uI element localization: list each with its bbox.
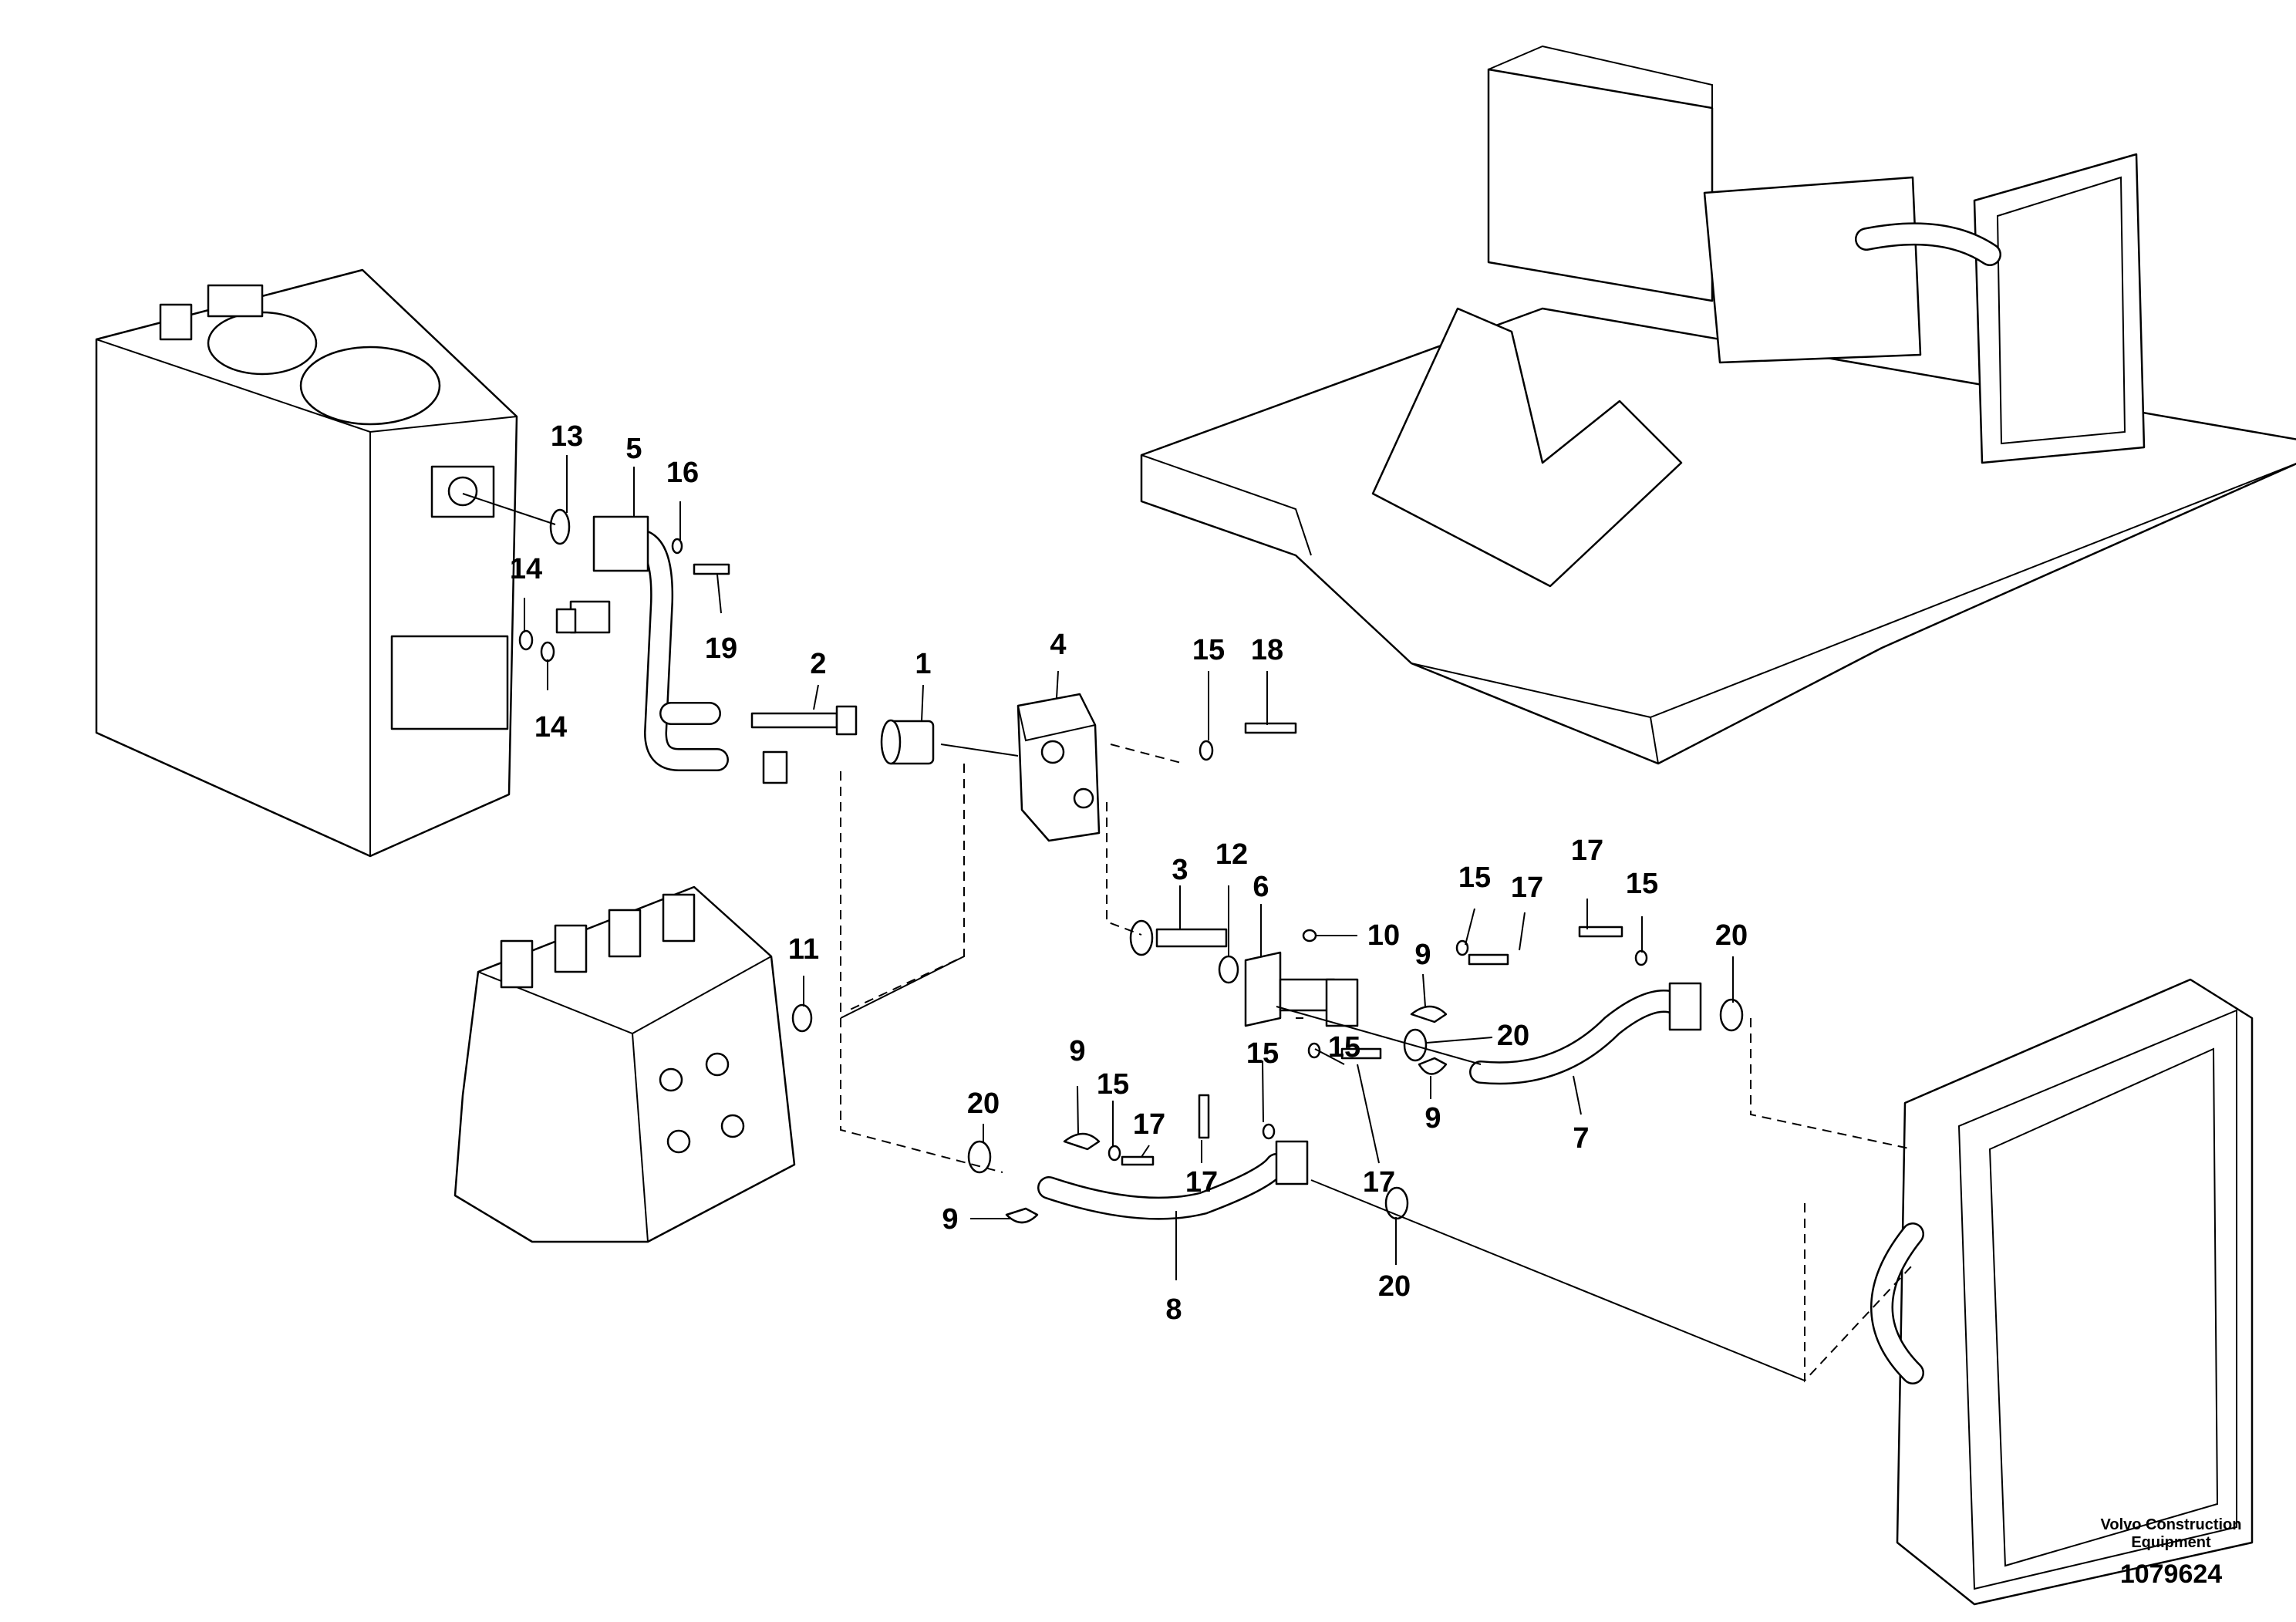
callout-10: 10 xyxy=(1367,919,1400,952)
callout-6: 6 xyxy=(1253,871,1269,903)
clamp-halves-part-9 xyxy=(1005,1005,1448,1224)
callout-9-mid: 9 xyxy=(1424,1102,1441,1135)
callout-5: 5 xyxy=(625,433,642,465)
footer: Volvo Construction Equipment 1079624 xyxy=(2101,1516,2242,1589)
fitting-part-3 xyxy=(1129,919,1228,956)
callout-9-left: 9 xyxy=(1069,1035,1085,1067)
callout-15-left: 15 xyxy=(1097,1068,1129,1101)
callout-9-bottom: 9 xyxy=(942,1203,958,1236)
pipe-part-2 xyxy=(750,705,858,736)
callout-18: 18 xyxy=(1251,634,1283,666)
callout-14-upper: 14 xyxy=(510,553,542,585)
callout-14-lower: 14 xyxy=(534,711,567,744)
callout-1: 1 xyxy=(915,648,931,680)
callout-4: 4 xyxy=(1050,629,1066,661)
machine-frame xyxy=(1140,45,2296,765)
callout-17-center: 17 xyxy=(1185,1166,1218,1199)
callout-labels: 13 5 16 14 19 14 2 1 4 15 18 3 12 6 10 1… xyxy=(510,420,1748,1326)
drawing-number: 1079624 xyxy=(2120,1560,2222,1589)
callout-17-center-right: 17 xyxy=(1363,1166,1395,1199)
callout-20-mid: 20 xyxy=(1497,1020,1529,1052)
callout-15-center-right: 15 xyxy=(1328,1031,1360,1064)
callout-11: 11 xyxy=(788,933,819,966)
callout-17-left: 17 xyxy=(1133,1108,1165,1141)
callout-20-left: 20 xyxy=(967,1088,1000,1120)
control-valve xyxy=(453,885,796,1243)
company-name-line2: Equipment xyxy=(2131,1534,2211,1551)
washers-and-o-rings xyxy=(518,508,1744,1220)
callout-9-upper: 9 xyxy=(1414,939,1431,971)
coupling-part-1 xyxy=(880,719,935,765)
callout-12: 12 xyxy=(1215,838,1248,871)
oil-cooler xyxy=(1870,978,2254,1606)
bolts xyxy=(693,563,1623,1166)
company-name-line1: Volvo Construction xyxy=(2101,1516,2242,1533)
hydraulic-tank xyxy=(95,268,518,858)
callout-leaders xyxy=(524,455,1734,1280)
callout-8: 8 xyxy=(1165,1293,1182,1326)
connection-lines xyxy=(462,493,1913,1383)
callout-20-right: 20 xyxy=(1715,919,1748,952)
callout-13: 13 xyxy=(551,420,583,453)
callout-15-center: 15 xyxy=(1246,1037,1279,1070)
callout-16: 16 xyxy=(666,457,699,489)
callout-15-right: 15 xyxy=(1626,868,1658,900)
callout-2: 2 xyxy=(810,648,826,680)
callout-15-mid: 15 xyxy=(1458,862,1491,894)
flange-part-6 xyxy=(1244,951,1359,1027)
callout-17-mid: 17 xyxy=(1511,872,1543,904)
suction-pipe-assembly xyxy=(555,515,788,784)
valve-housing-part-4 xyxy=(1017,693,1101,842)
callout-17-right: 17 xyxy=(1571,835,1603,867)
callout-3: 3 xyxy=(1172,854,1188,886)
callout-7: 7 xyxy=(1573,1122,1589,1155)
hose-part-8 xyxy=(1037,1140,1309,1220)
callout-20-bottom: 20 xyxy=(1378,1270,1411,1303)
callout-19: 19 xyxy=(705,632,737,665)
callout-15-top: 15 xyxy=(1192,634,1225,666)
hose-part-7 xyxy=(1469,982,1702,1085)
